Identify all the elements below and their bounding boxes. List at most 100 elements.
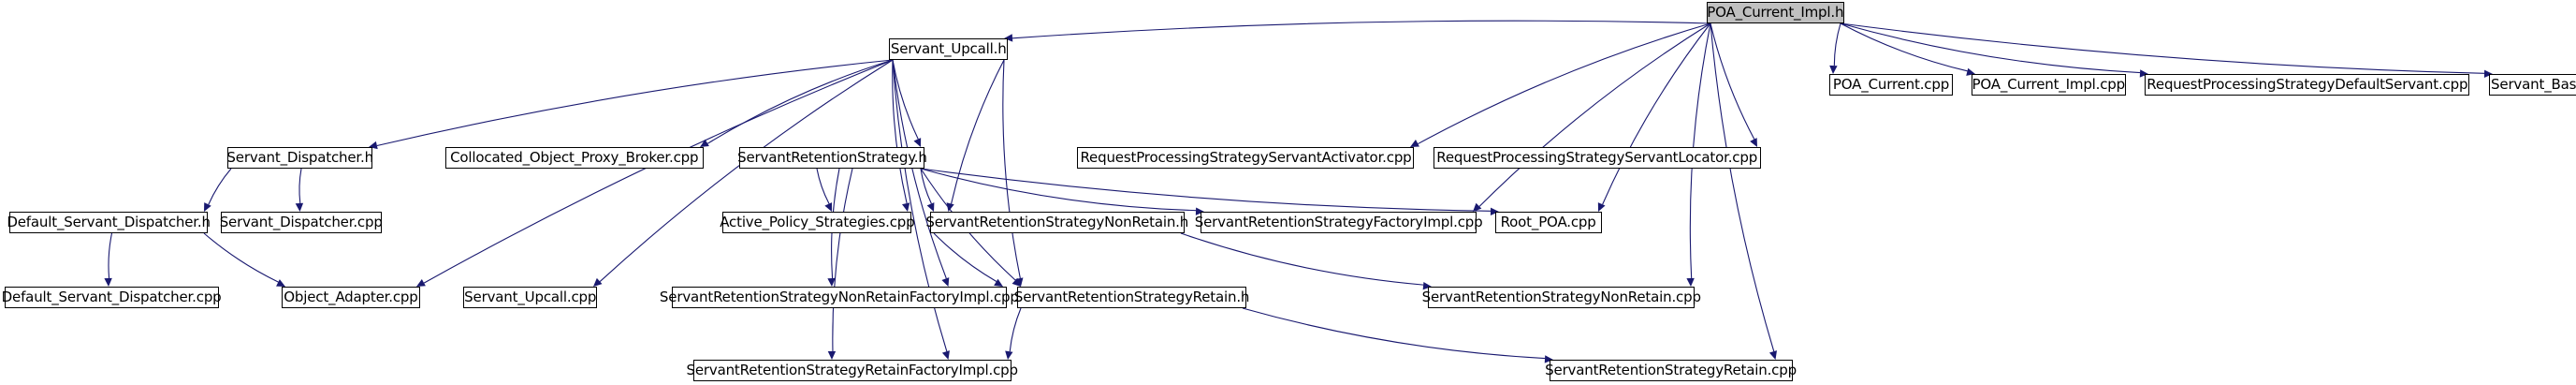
graph-node-servant_retention_strategy_nonretain_h[interactable]: ServantRetentionStrategyNonRetain.h: [926, 212, 1189, 233]
graph-node-label: Root_POA.cpp: [1500, 213, 1597, 230]
graph-node-label: ServantRetentionStrategyRetain.cpp: [1545, 361, 1797, 378]
graph-edge: [376, 59, 894, 147]
graph-edge: [892, 59, 908, 204]
graph-node-poa_current_impl_h[interactable]: POA_Current_Impl.h: [1707, 2, 1844, 23]
graph-edge-arrowhead: [700, 139, 709, 147]
graph-edge-arrowhead: [1750, 138, 1757, 147]
graph-node-collocated_object_proxy_broker_cpp[interactable]: Collocated_Object_Proxy_Broker.cpp: [445, 147, 704, 169]
graph-node-servant_dispatcher_cpp[interactable]: Servant_Dispatcher.cpp: [220, 212, 383, 233]
graph-edge-arrowhead: [926, 202, 935, 212]
graph-edge: [1710, 22, 1755, 140]
graph-edge-arrowhead: [913, 138, 922, 147]
graph-edge-arrowhead: [1829, 65, 1838, 74]
graph-edge-arrowhead: [416, 278, 426, 287]
graph-node-active_policy_strategies_cpp[interactable]: Active_Policy_Strategies.cpp: [720, 212, 914, 233]
graph-edge-arrowhead: [2483, 69, 2493, 78]
graph-node-label: Object_Adapter.cpp: [284, 288, 418, 305]
graph-node-label: Servant_Base.cpp: [2491, 75, 2576, 93]
graph-node-servant_upcall_h[interactable]: Servant_Upcall.h: [889, 38, 1008, 60]
graph-edge: [1242, 307, 1546, 360]
graph-edge-arrowhead: [295, 202, 304, 212]
graph-edge: [423, 59, 894, 284]
graph-node-srs_retain_factory_impl_cpp[interactable]: ServantRetentionStrategyRetainFactoryImp…: [687, 360, 1018, 381]
graph-edge-arrowhead: [994, 278, 1003, 287]
graph-edge: [1002, 59, 1021, 279]
graph-edge: [1840, 22, 2141, 74]
graph-node-servant_upcall_cpp[interactable]: Servant_Upcall.cpp: [463, 287, 597, 308]
graph-node-default_servant_dispatcher_h[interactable]: Default_Servant_Dispatcher.h: [7, 212, 211, 233]
graph-node-srs_nonretain_factory_impl_cpp[interactable]: ServantRetentionStrategyNonRetainFactory…: [660, 287, 1019, 308]
graph-edge: [706, 59, 894, 144]
graph-node-label: POA_Current_Impl.cpp: [1972, 75, 2126, 93]
graph-edge-arrowhead: [902, 202, 910, 212]
graph-edge: [933, 232, 997, 282]
graph-edge: [108, 232, 113, 279]
graph-edge: [1602, 22, 1711, 205]
graph-node-rps_servant_locator_cpp[interactable]: RequestProcessingStrategyServantLocator.…: [1434, 147, 1761, 169]
graph-edge: [203, 232, 279, 283]
graph-node-label: Collocated_Object_Proxy_Broker.cpp: [450, 148, 699, 166]
graph-node-servant_dispatcher_h[interactable]: Servant_Dispatcher.h: [226, 147, 373, 169]
graph-edge: [920, 168, 1492, 212]
graph-node-label: ServantRetentionStrategyNonRetainFactory…: [660, 288, 1019, 305]
graph-edge-arrowhead: [941, 350, 950, 360]
graph-edge: [1478, 22, 1711, 207]
graph-node-servant_base_cpp[interactable]: Servant_Base.cpp: [2489, 74, 2576, 96]
graph-node-label: Servant_Dispatcher.cpp: [220, 213, 383, 230]
graph-edge-arrowhead: [1490, 207, 1499, 216]
graph-edge-arrowhead: [1410, 140, 1419, 147]
graph-node-servant_retention_strategy_factory_impl_cpp[interactable]: ServantRetentionStrategyFactoryImpl.cpp: [1195, 212, 1483, 233]
graph-node-poa_current_impl_cpp[interactable]: POA_Current_Impl.cpp: [1972, 74, 2126, 96]
graph-edge-arrowhead: [1686, 277, 1695, 287]
graph-edge: [951, 59, 1005, 204]
graph-node-label: ServantRetentionStrategyRetain.h: [1013, 288, 1250, 305]
graph-edge: [1710, 22, 1775, 352]
graph-edge-arrowhead: [827, 277, 836, 287]
graph-edge-arrowhead: [941, 277, 950, 287]
graph-node-rps_servant_activator_cpp[interactable]: RequestProcessingStrategyServantActivato…: [1077, 147, 1414, 169]
graph-node-label: ServantRetentionStrategy.h: [736, 148, 927, 166]
graph-edge: [208, 168, 232, 205]
graph-edge: [298, 168, 302, 204]
graph-node-label: RequestProcessingStrategyServantActivato…: [1079, 148, 1412, 166]
graph-edge-arrowhead: [1011, 277, 1021, 287]
graph-edge-arrowhead: [104, 277, 112, 287]
graph-edge: [832, 168, 853, 352]
graph-node-servant_retention_strategy_nonretain_cpp[interactable]: ServantRetentionStrategyNonRetain.cpp: [1421, 287, 1701, 308]
graph-edge-arrowhead: [1422, 281, 1432, 290]
graph-node-label: Servant_Upcall.h: [890, 39, 1007, 57]
graph-edge: [892, 59, 947, 279]
graph-node-default_servant_dispatcher_cpp[interactable]: Default_Servant_Dispatcher.cpp: [2, 287, 222, 308]
graph-node-label: ServantRetentionStrategyNonRetain.h: [925, 213, 1189, 230]
graph-node-label: POA_Current.cpp: [1832, 75, 1950, 93]
graph-edge-arrowhead: [1966, 67, 1975, 76]
graph-edge-arrowhead: [1004, 34, 1013, 42]
graph-node-root_poa_cpp[interactable]: Root_POA.cpp: [1495, 212, 1602, 233]
graph-node-rps_default_servant_cpp[interactable]: RequestProcessingStrategyDefaultServant.…: [2145, 74, 2469, 96]
graph-node-label: POA_Current_Impl.h: [1707, 3, 1844, 21]
graph-edge-arrowhead: [1473, 202, 1482, 212]
graph-node-label: Servant_Upcall.cpp: [463, 288, 597, 305]
graph-edge: [1009, 307, 1022, 352]
graph-node-poa_current_cpp[interactable]: POA_Current.cpp: [1829, 74, 1953, 96]
graph-edge: [1840, 22, 2485, 74]
graph-edge-arrowhead: [1544, 355, 1553, 363]
graph-edge: [1180, 232, 1424, 286]
graph-node-servant_retention_strategy_retain_h[interactable]: ServantRetentionStrategyRetain.h: [1013, 287, 1250, 308]
graph-edge-arrowhead: [593, 277, 603, 287]
graph-node-label: ServantRetentionStrategyFactoryImpl.cpp: [1194, 213, 1483, 230]
graph-edge: [1011, 20, 1711, 39]
graph-edge-arrowhead: [204, 202, 211, 212]
graph-node-label: ServantRetentionStrategyRetainFactoryImp…: [686, 361, 1019, 378]
graph-edge-arrowhead: [2139, 69, 2148, 78]
graph-node-servant_retention_strategy_retain_cpp[interactable]: ServantRetentionStrategyRetain.cpp: [1546, 360, 1797, 381]
graph-node-servant_retention_strategy_h[interactable]: ServantRetentionStrategy.h: [736, 147, 927, 169]
graph-node-label: Default_Servant_Dispatcher.cpp: [2, 288, 222, 305]
graph-edge: [920, 168, 1197, 212]
graph-edge: [920, 168, 932, 204]
graph-edge: [1418, 22, 1711, 145]
graph-edge-arrowhead: [1768, 350, 1777, 360]
graph-node-object_adapter_cpp[interactable]: Object_Adapter.cpp: [282, 287, 420, 308]
